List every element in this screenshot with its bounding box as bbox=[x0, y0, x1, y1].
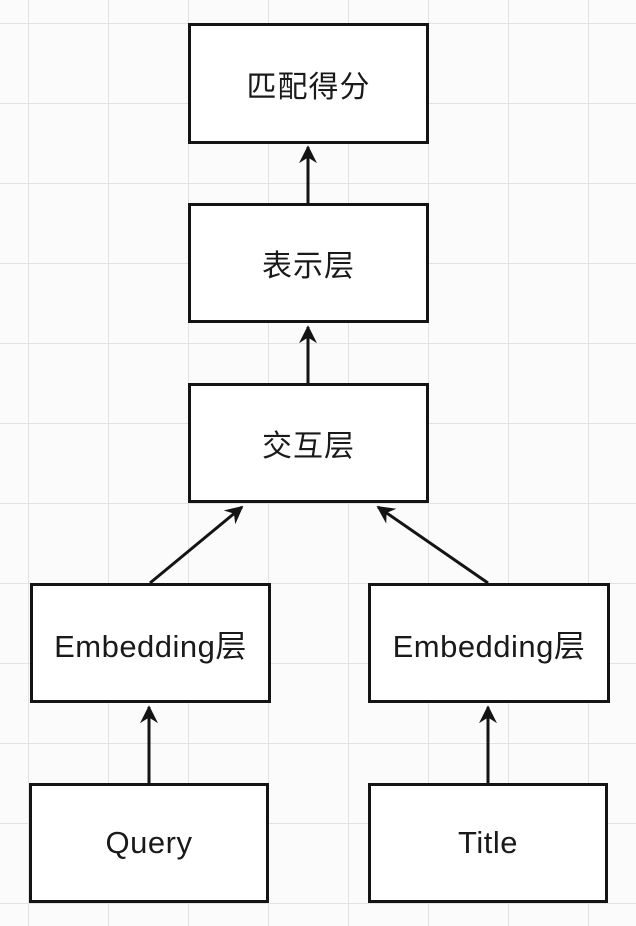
node-embedding-layer-left: Embedding层 bbox=[30, 583, 271, 703]
node-interaction-layer: 交互层 bbox=[188, 383, 429, 503]
node-match-score-label: 匹配得分 bbox=[246, 70, 371, 104]
node-query: Query bbox=[29, 783, 269, 903]
node-representation-layer: 表示层 bbox=[188, 203, 429, 323]
node-title-label: Title bbox=[458, 825, 518, 860]
edge-embedding-left-to-interaction bbox=[149, 505, 244, 585]
node-embedding-layer-right: Embedding层 bbox=[368, 583, 610, 703]
node-representation-layer-label: 表示层 bbox=[262, 250, 355, 283]
edge-embedding-right-to-interaction bbox=[376, 505, 489, 585]
node-query-label: Query bbox=[105, 825, 193, 860]
node-embedding-layer-right-label: Embedding层 bbox=[392, 628, 586, 664]
node-embedding-layer-left-label: Embedding层 bbox=[54, 628, 247, 664]
node-title: Title bbox=[368, 783, 608, 903]
node-interaction-layer-label: 交互层 bbox=[262, 430, 355, 463]
node-match-score: 匹配得分 bbox=[188, 23, 429, 144]
